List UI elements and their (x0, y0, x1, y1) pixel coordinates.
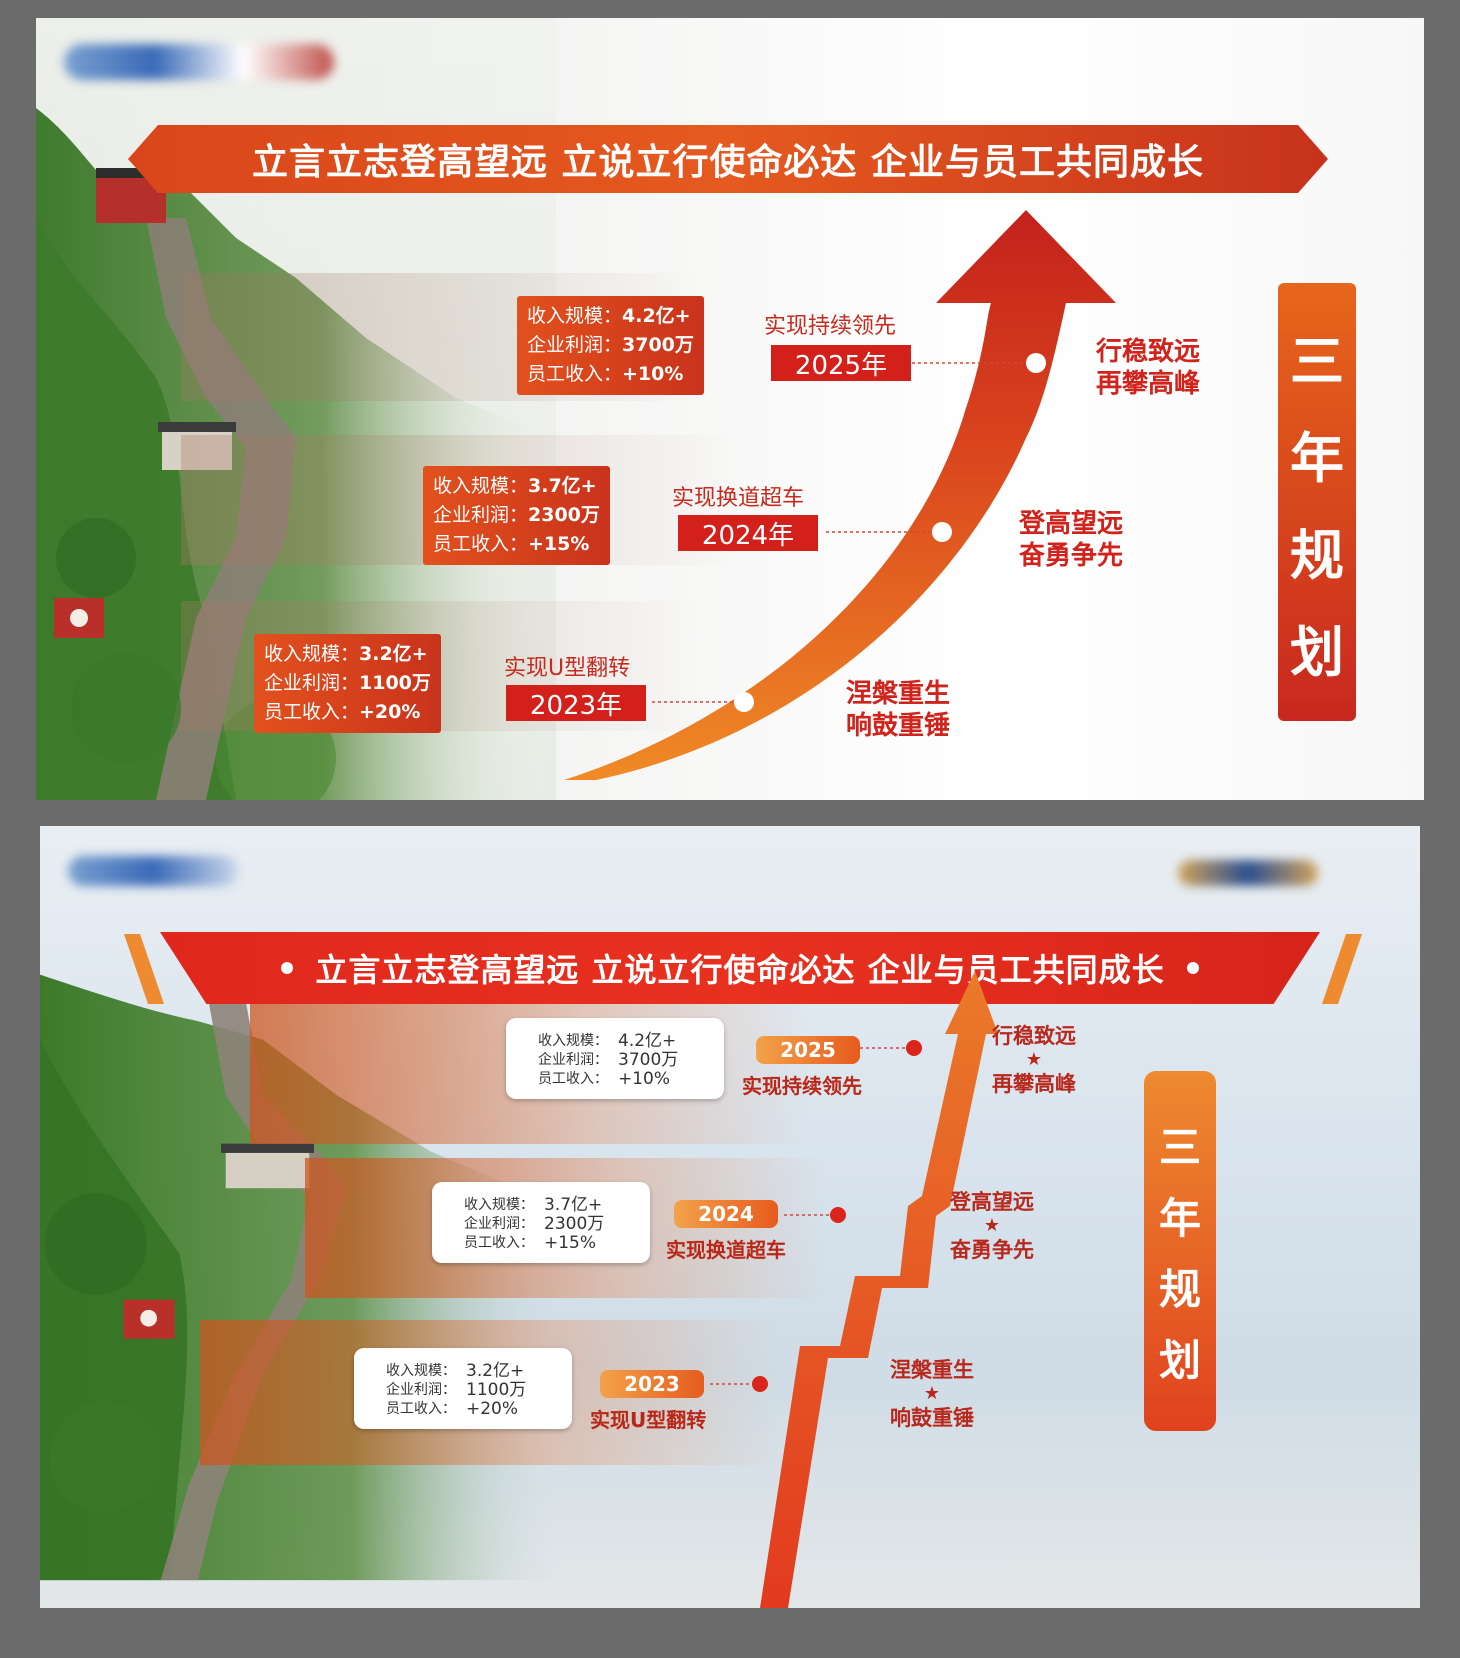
stat-revenue: 4.2亿+ (622, 305, 691, 327)
year-pill-2024: 2024 (674, 1200, 778, 1228)
stat-income: +10% (618, 1069, 671, 1089)
stat-label: 员工收入： (264, 701, 360, 723)
year-label-2023: 2023年 (506, 685, 646, 721)
stat-profit: 1100万 (359, 672, 431, 694)
stat-label: 企业利润： (386, 1382, 456, 1398)
goal-2025: 实现持续领先 (764, 314, 897, 339)
milestone-dot-2025 (906, 1040, 922, 1056)
stat-label: 员工收入： (433, 533, 529, 555)
stat-profit: 3700万 (622, 334, 694, 356)
star-icon: ★ (923, 1383, 941, 1404)
stat-income: +10% (622, 363, 684, 385)
slogan-banner: 立言立志登高望远 立说立行使命必达 企业与员工共同成长 (160, 932, 1320, 1004)
board-design-a: 立言立志登高望远 立说立行使命必达 企业与员工共同成长 收入规模：4.2亿+ 企… (36, 18, 1424, 800)
stats-card-2024: 收入规模： 3.7亿+ 企业利润： 2300万 员工收入： +15% (432, 1182, 650, 1263)
motto-2023: 涅槃重生响鼓重锤 (846, 679, 951, 741)
stat-profit: 1100万 (466, 1380, 527, 1400)
star-icon: ★ (983, 1215, 1001, 1236)
stat-revenue: 3.2亿+ (359, 643, 428, 665)
motto-2024: 登高望远★奋勇争先 (950, 1190, 1034, 1262)
stat-label: 企业利润： (264, 672, 360, 694)
goal-2024: 实现换道超车 (672, 486, 805, 511)
stat-income: +20% (466, 1399, 519, 1419)
stat-label: 收入规模： (386, 1363, 456, 1379)
stat-label: 收入规模： (264, 643, 360, 665)
stat-revenue: 3.7亿+ (528, 475, 597, 497)
motto-2024: 登高望远奋勇争先 (1019, 509, 1124, 571)
motto-2025: 行稳致远再攀高峰 (1096, 337, 1201, 399)
motto-2023: 涅槃重生★响鼓重锤 (890, 1358, 974, 1430)
stats-box-2025: 收入规模：4.2亿+ 企业利润：3700万 员工收入：+10% (517, 296, 704, 395)
stat-revenue: 3.7亿+ (544, 1195, 603, 1215)
stat-label: 员工收入： (386, 1401, 456, 1417)
growth-arrow (564, 210, 1116, 780)
milestone-dot-2024 (830, 1207, 846, 1223)
stat-label: 收入规模： (538, 1033, 608, 1049)
stat-income: +20% (359, 701, 421, 723)
stat-profit: 2300万 (544, 1214, 605, 1234)
stats-box-2023: 收入规模：3.2亿+ 企业利润：1100万 员工收入：+20% (254, 634, 441, 733)
partner-logo (1178, 860, 1318, 886)
stat-label: 员工收入： (527, 363, 623, 385)
stat-profit: 2300万 (528, 504, 600, 526)
stat-label: 员工收入： (464, 1235, 534, 1251)
year-pill-2025: 2025 (756, 1036, 860, 1064)
goal-2024: 实现换道超车 (666, 1238, 786, 1262)
stats-box-2024: 收入规模：3.7亿+ 企业利润：2300万 员工收入：+15% (423, 466, 610, 565)
stats-card-2023: 收入规模： 3.2亿+ 企业利润： 1100万 员工收入： +20% (354, 1348, 572, 1429)
goal-2023: 实现U型翻转 (504, 656, 631, 681)
stat-label: 企业利润： (527, 334, 623, 356)
company-logo (68, 856, 238, 886)
stat-income: +15% (544, 1233, 597, 1253)
stat-label: 企业利润： (433, 504, 529, 526)
stat-revenue: 4.2亿+ (618, 1031, 677, 1051)
stat-label: 员工收入： (538, 1071, 608, 1087)
growth-staircase-arrow (710, 971, 998, 1608)
three-year-plan-title: 三年规划 (1278, 283, 1356, 721)
stat-label: 企业利润： (464, 1216, 534, 1232)
stat-label: 收入规模： (433, 475, 529, 497)
stat-income: +15% (528, 533, 590, 555)
star-icon: ★ (1025, 1049, 1043, 1070)
milestone-dot-2023 (734, 692, 754, 712)
slogan-banner: 立言立志登高望远 立说立行使命必达 企业与员工共同成长 (128, 125, 1328, 193)
year-pill-2023: 2023 (600, 1370, 704, 1398)
stat-label: 收入规模： (527, 305, 623, 327)
milestone-dot-2024 (932, 522, 952, 542)
motto-2025: 行稳致远★再攀高峰 (992, 1024, 1076, 1096)
stat-profit: 3700万 (618, 1050, 679, 1070)
bullet-dot (281, 962, 294, 974)
milestone-dot-2025 (1026, 353, 1046, 373)
three-year-plan-title: 三年规划 (1144, 1071, 1216, 1431)
board-design-b: 立言立志登高望远 立说立行使命必达 企业与员工共同成长 收入规模： 4.2亿+ 企… (40, 826, 1420, 1608)
bullet-dot (1186, 962, 1199, 974)
stat-label: 收入规模： (464, 1197, 534, 1213)
stat-label: 企业利润： (538, 1052, 608, 1068)
stats-card-2025: 收入规模： 4.2亿+ 企业利润： 3700万 员工收入： +10% (506, 1018, 724, 1099)
goal-2025: 实现持续领先 (742, 1074, 862, 1098)
goal-2023: 实现U型翻转 (590, 1408, 707, 1432)
year-label-2025: 2025年 (771, 345, 911, 381)
milestone-dot-2023 (752, 1376, 768, 1392)
year-label-2024: 2024年 (678, 515, 818, 551)
stat-revenue: 3.2亿+ (466, 1361, 525, 1381)
company-logo (64, 44, 334, 80)
